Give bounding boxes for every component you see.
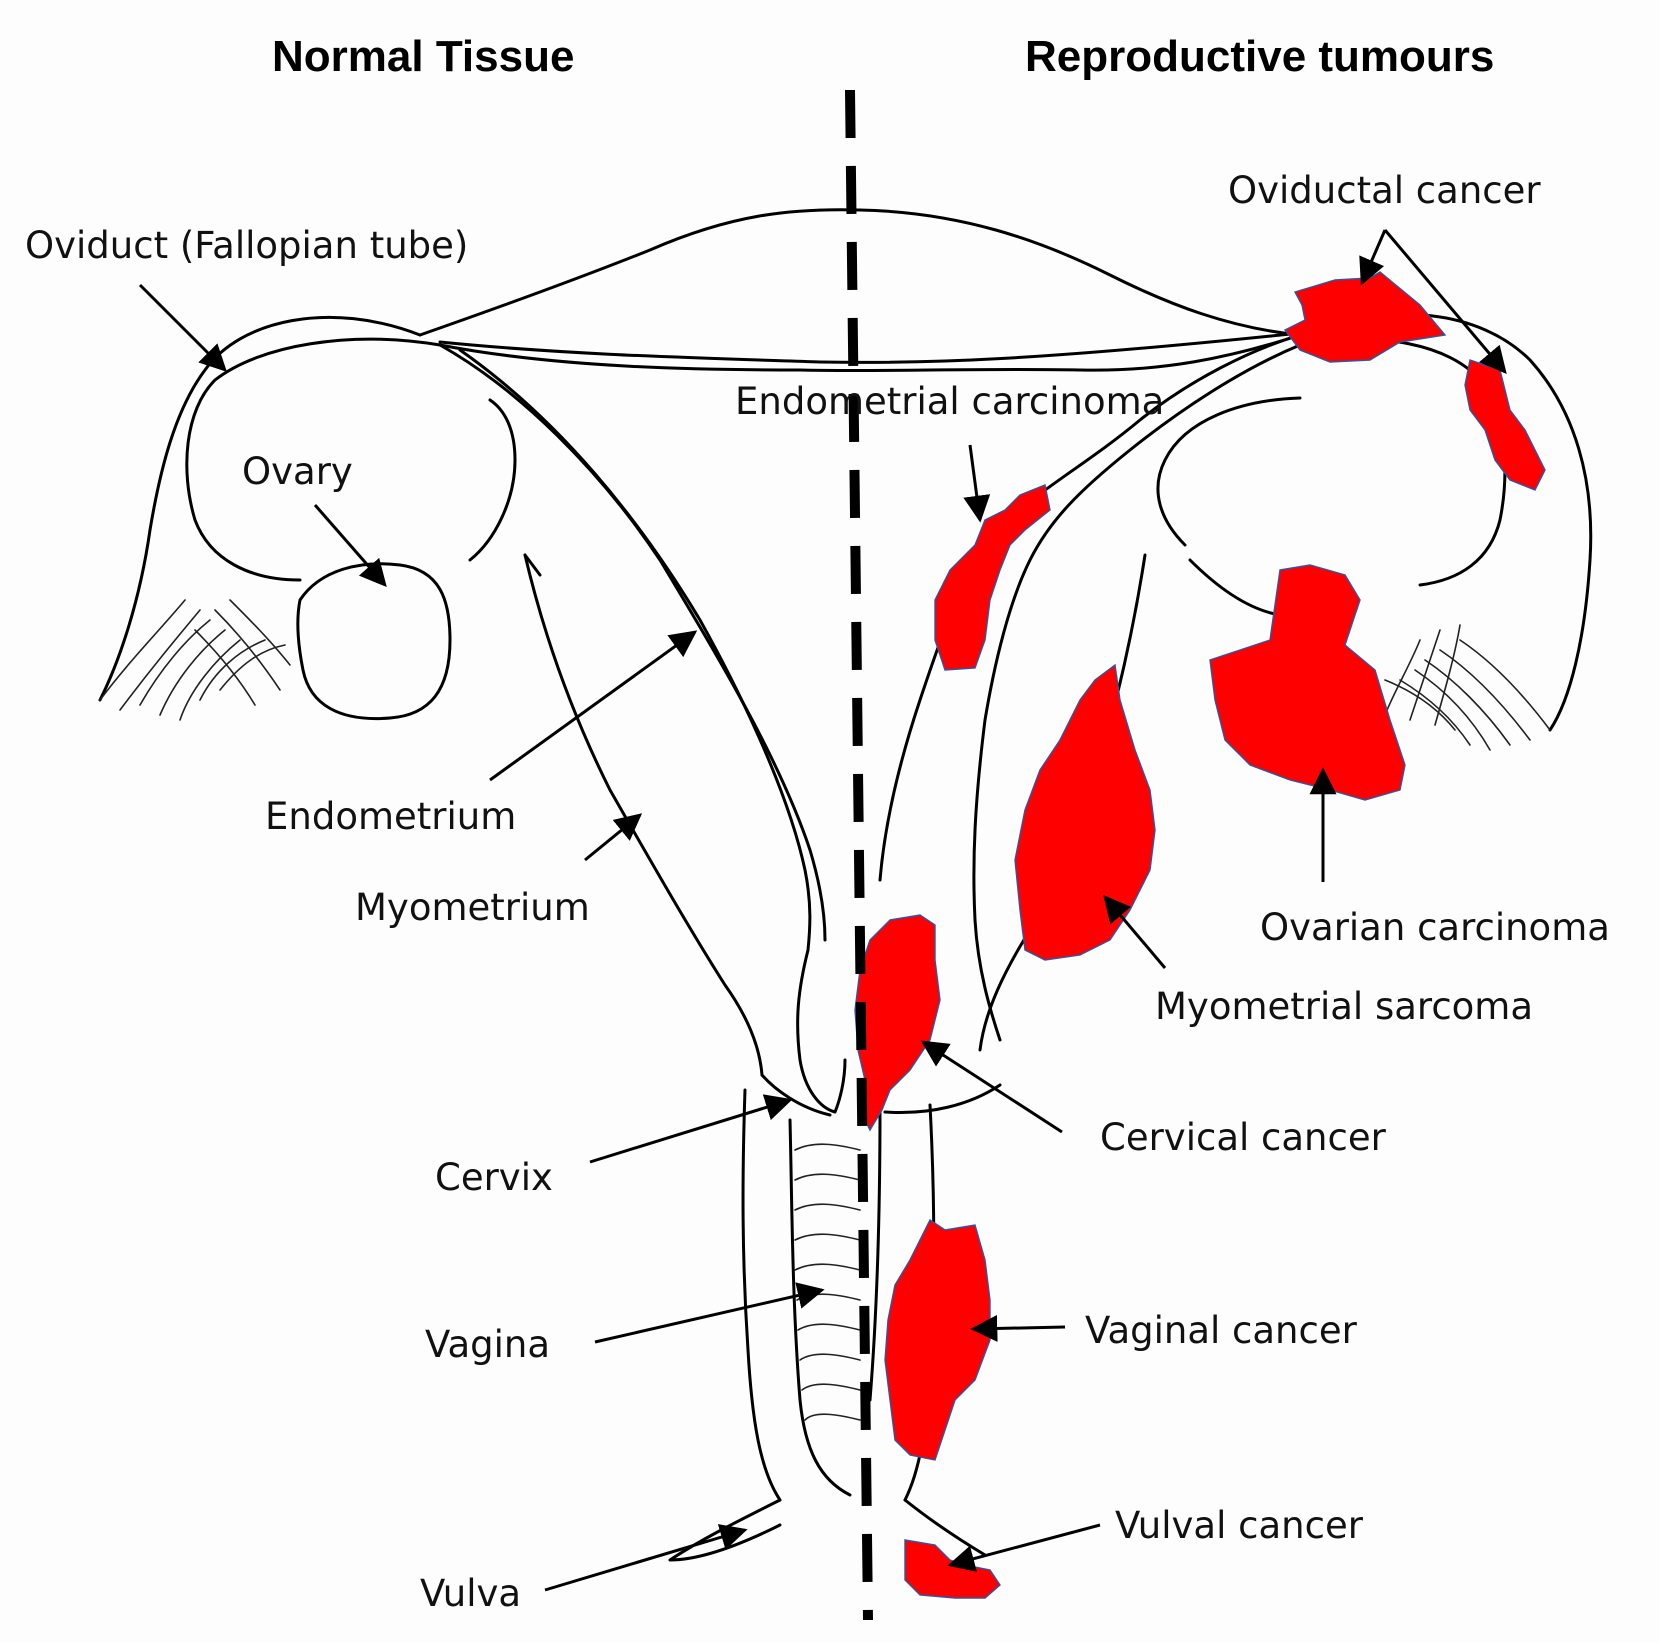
tumours bbox=[854, 271, 1546, 1599]
vulval-tumour bbox=[904, 1539, 1001, 1599]
tumour-arrows bbox=[920, 229, 1507, 1572]
arrow-oviduct bbox=[138, 283, 227, 372]
vaginal-tumour bbox=[884, 1218, 991, 1461]
label-endometrium: Endometrium bbox=[265, 795, 516, 838]
vulva-left bbox=[668, 1498, 782, 1562]
label-vaginal-cancer: Vaginal cancer bbox=[1085, 1309, 1358, 1352]
label-oviductal-cancer: Oviductal cancer bbox=[1228, 169, 1541, 212]
arrow-vaginal bbox=[970, 1314, 1066, 1342]
arrow-myometrium bbox=[584, 813, 643, 862]
arrow-ovary bbox=[313, 504, 387, 588]
arrow-cervix bbox=[589, 1094, 793, 1164]
arrow-endometrial bbox=[963, 444, 991, 523]
arrow-myometrial bbox=[1103, 894, 1167, 969]
label-cervix: Cervix bbox=[435, 1156, 553, 1199]
vagina-outline bbox=[741, 1088, 782, 1502]
arrow-cervical bbox=[920, 1040, 1063, 1134]
arrow-oviductal-b bbox=[1383, 229, 1507, 375]
label-vagina: Vagina bbox=[425, 1323, 550, 1366]
normal-arrows bbox=[138, 283, 825, 1592]
header-reproductive-tumours: Reproductive tumours bbox=[1025, 32, 1494, 81]
header-normal-tissue: Normal Tissue bbox=[272, 32, 574, 81]
myometrial-tumour bbox=[1014, 663, 1156, 961]
vaginal-rugae bbox=[794, 1143, 861, 1421]
ovarian-tumour bbox=[1209, 564, 1406, 801]
oviductal-tumour-right bbox=[1464, 359, 1546, 491]
label-endometrial-carcinoma: Endometrial carcinoma bbox=[735, 380, 1164, 423]
label-ovarian-carcinoma: Ovarian carcinoma bbox=[1260, 906, 1610, 949]
arrow-vulval bbox=[947, 1523, 1101, 1572]
ovary-left bbox=[296, 562, 452, 721]
arrow-oviductal-a bbox=[1359, 229, 1387, 286]
cervical-tumour bbox=[854, 914, 941, 1132]
oviductal-tumour-top bbox=[1283, 271, 1447, 363]
arrow-endometrium bbox=[489, 630, 698, 782]
fimbriae-right bbox=[1384, 624, 1551, 751]
fimbriae-left bbox=[99, 599, 291, 721]
label-ovary: Ovary bbox=[242, 450, 353, 493]
divider-line bbox=[845, 89, 873, 1621]
arrow-vagina bbox=[594, 1282, 825, 1344]
label-cervical-cancer: Cervical cancer bbox=[1100, 1116, 1387, 1159]
label-myometrium: Myometrium bbox=[355, 886, 590, 929]
endometrial-tumour bbox=[934, 484, 1051, 671]
label-myometrial-sarcoma: Myometrial sarcoma bbox=[1155, 985, 1533, 1028]
label-oviduct: Oviduct (Fallopian tube) bbox=[25, 224, 468, 267]
label-vulval-cancer: Vulval cancer bbox=[1115, 1504, 1364, 1547]
arrow-vulva bbox=[544, 1524, 748, 1592]
label-vulva: Vulva bbox=[420, 1572, 521, 1615]
